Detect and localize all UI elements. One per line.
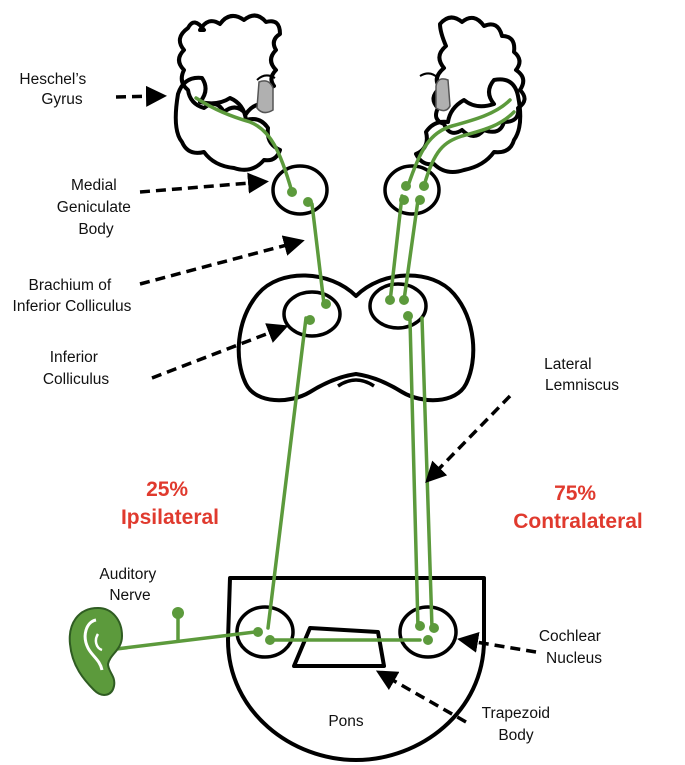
left-cochlear-nucleus	[235, 605, 295, 659]
left-medial-geniculate-nucleus	[271, 164, 329, 216]
right-inferior-colliculus-nucleus	[368, 282, 428, 330]
left-cortex	[173, 13, 282, 172]
auditory-pathways	[106, 96, 516, 652]
pons-outline	[226, 576, 486, 762]
trapezoid-body-shape	[292, 626, 386, 668]
right-medial-geniculate-nucleus	[383, 164, 441, 216]
brachium-label: Brachium of Inferior Colliculus	[13, 277, 132, 315]
left-inferior-colliculus-nucleus	[282, 290, 342, 338]
medial-geniculate-label: Medial Geniculate Body	[57, 177, 135, 238]
midbrain-notch	[337, 378, 375, 388]
contralateral-percentage: 75% Contralateral	[513, 482, 643, 533]
right-ventricle-shape	[435, 78, 451, 112]
lateral-lemniscus-label: Lateral Lemniscus	[544, 356, 619, 394]
pons-label: Pons	[328, 713, 364, 730]
auditory-nerve-label: Auditory Nerve	[99, 566, 160, 604]
heschels-gyrus-label: Heschel’s Gyrus	[19, 71, 90, 108]
ear-icon	[68, 606, 124, 696]
inferior-colliculus-label: Inferior Colliculus	[43, 349, 110, 388]
ipsilateral-percentage: 25% Ipsilateral	[121, 478, 219, 529]
left-ventricle-shape	[256, 80, 274, 114]
right-cochlear-nucleus	[398, 605, 458, 659]
midbrain-outline	[236, 273, 476, 403]
trapezoid-body-label: Trapezoid Body	[482, 705, 555, 744]
right-cortex	[414, 15, 527, 174]
label-arrows	[115, 85, 537, 724]
cochlear-nucleus-label: Cochlear Nucleus	[539, 628, 605, 667]
